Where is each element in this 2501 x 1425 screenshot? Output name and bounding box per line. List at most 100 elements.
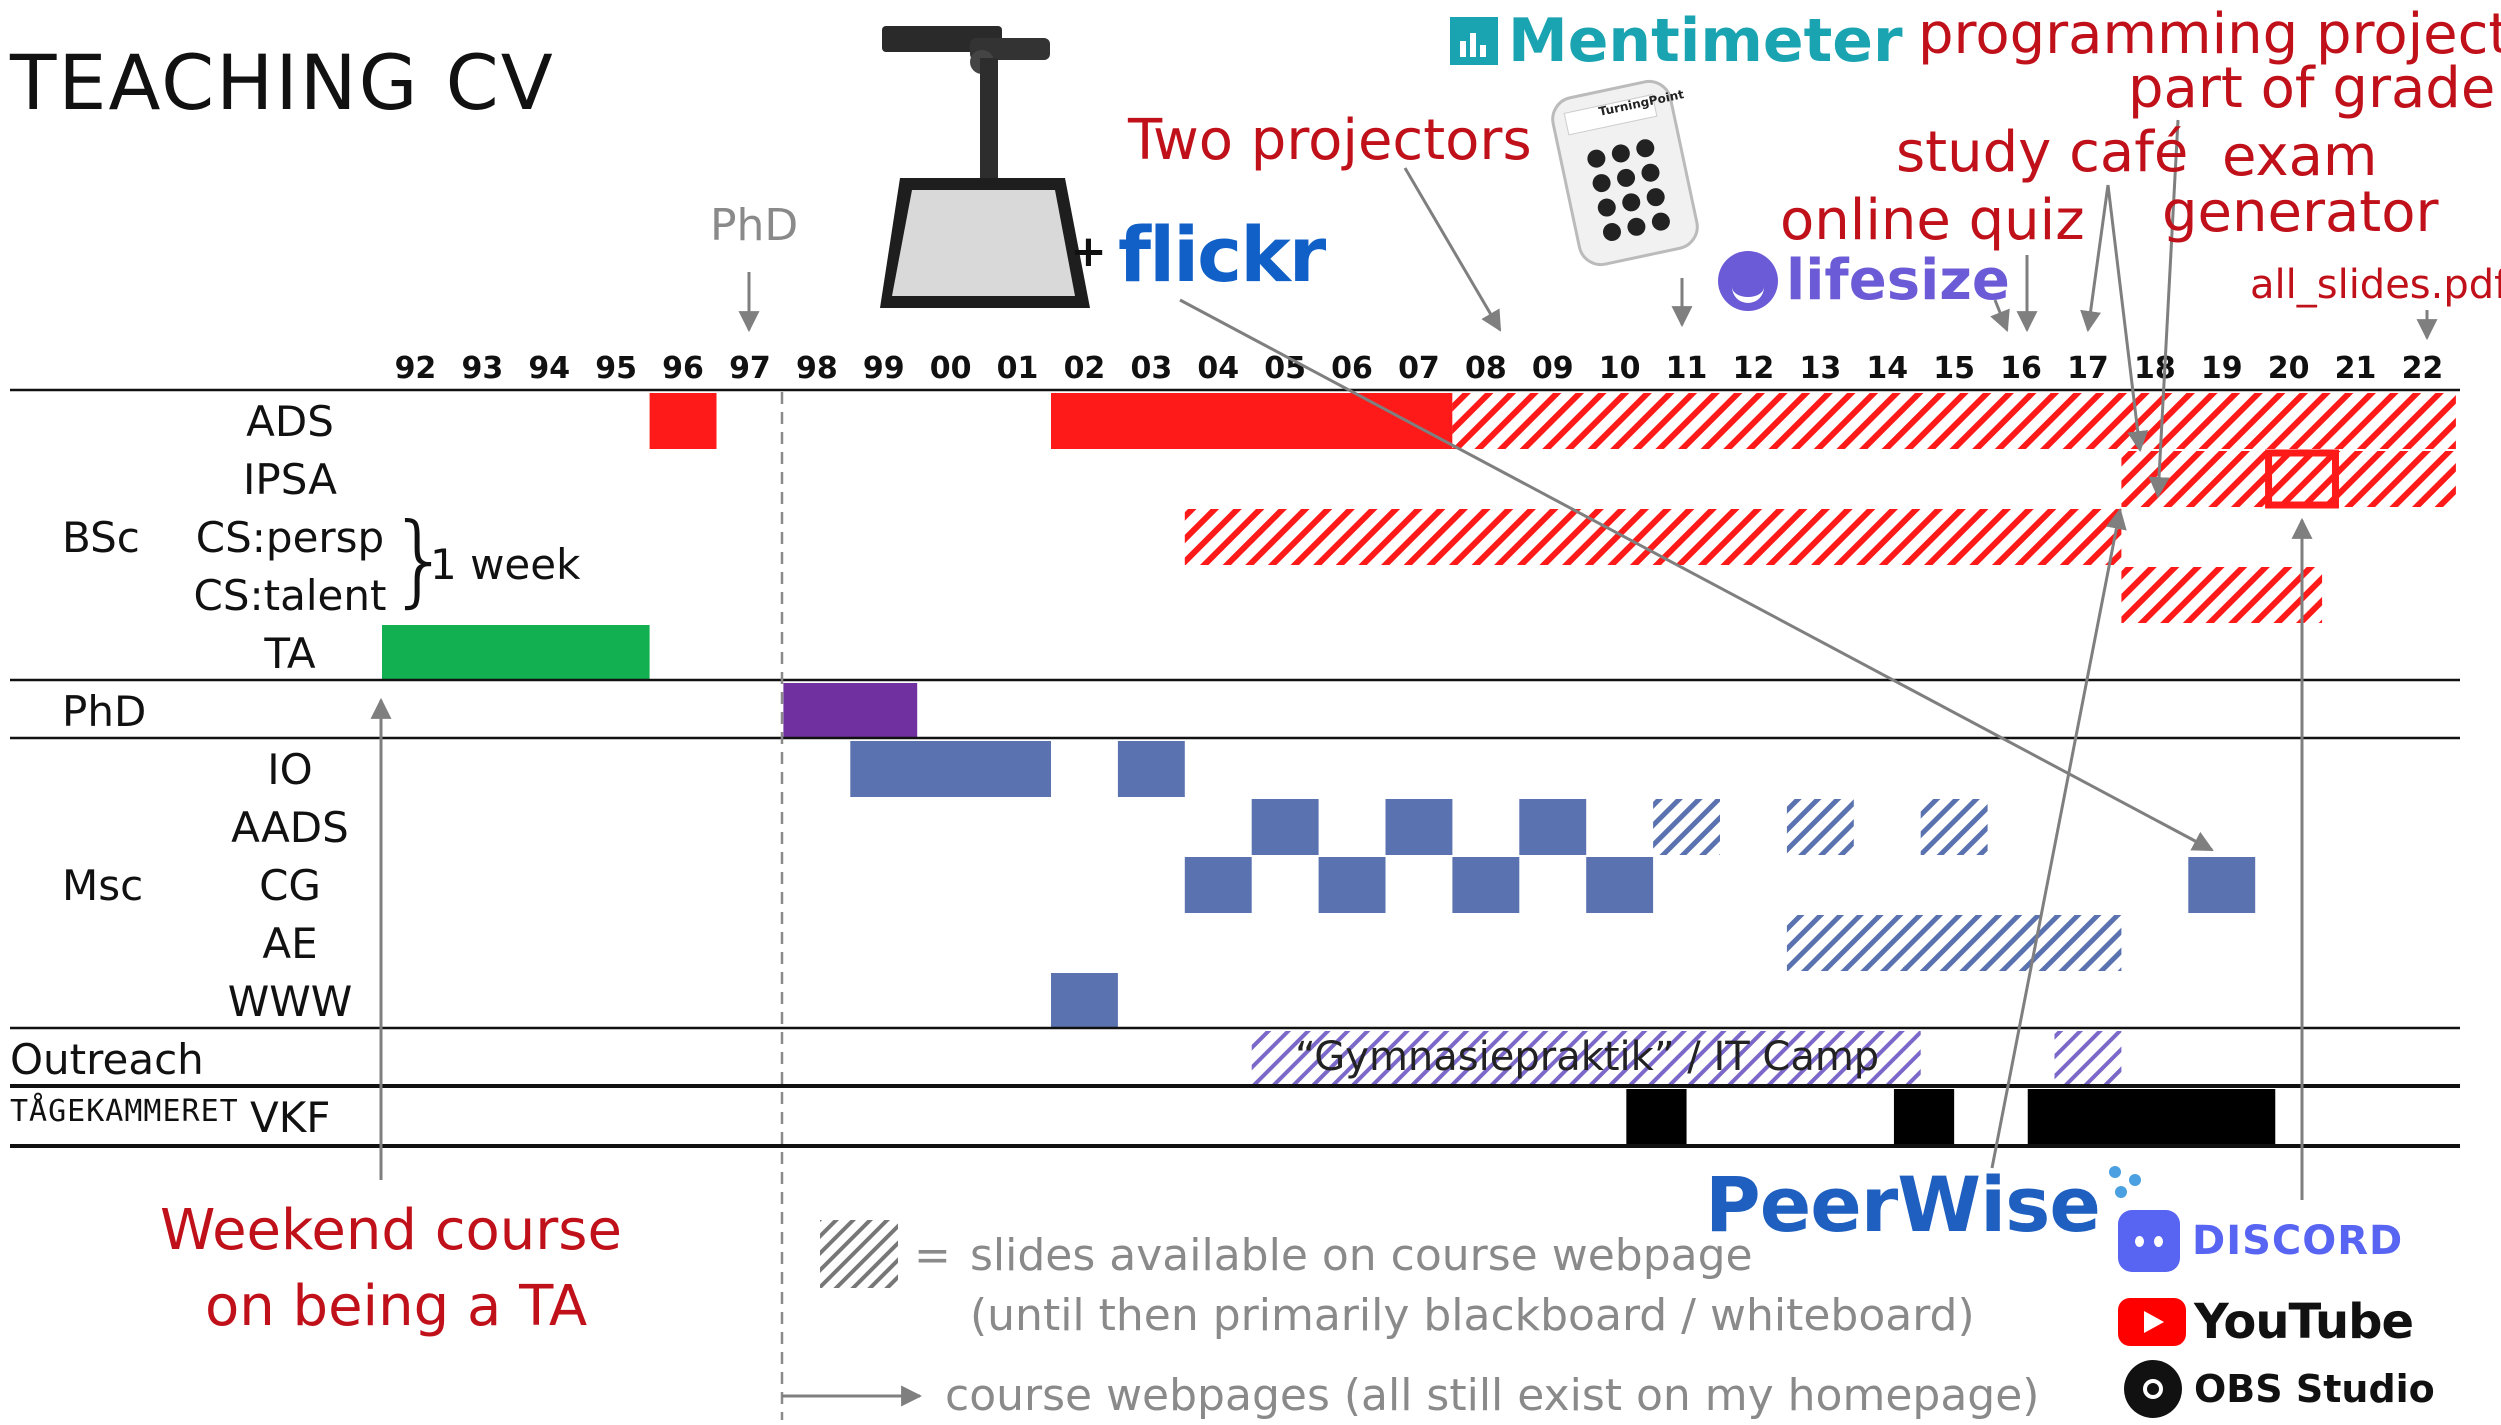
year-tick-02: 02 <box>1064 351 1106 386</box>
group-label-phd: PhD <box>62 687 146 736</box>
obs-text: OBS Studio <box>2194 1367 2435 1411</box>
weekend-course-line-2: on being a TA <box>205 1274 588 1339</box>
discord-logo: DISCORD <box>2118 1210 2403 1272</box>
year-tick-08: 08 <box>1465 351 1507 386</box>
bar-ads-2 <box>1452 393 2456 449</box>
year-tick-94: 94 <box>528 351 570 386</box>
row-label-www: WWW <box>228 977 353 1026</box>
legend-hatch-sample <box>820 1220 898 1288</box>
row-label-aads: AADS <box>231 803 349 852</box>
year-tick-95: 95 <box>595 351 637 386</box>
peerwise-network-icon <box>2105 1160 2145 1200</box>
one-week-label: 1 week <box>430 540 581 589</box>
clicker-remote-image <box>1540 78 1710 272</box>
year-tick-20: 20 <box>2268 351 2310 386</box>
year-tick-07: 07 <box>1398 351 1440 386</box>
year-tick-92: 92 <box>395 351 437 386</box>
year-tick-13: 13 <box>1799 351 1841 386</box>
legend-slides-line-2: (until then primarily blackboard / white… <box>970 1290 1975 1341</box>
bar-outreach-24 <box>1251 1031 1921 1087</box>
arrows-layer <box>370 119 2438 1420</box>
year-tick-98: 98 <box>796 351 838 386</box>
bar-cg-20 <box>1586 857 1654 913</box>
year-tick-00: 00 <box>930 351 972 386</box>
clicker-remote-icon <box>1551 79 1699 267</box>
row-label-ae: AE <box>262 919 317 968</box>
year-tick-14: 14 <box>1866 351 1908 386</box>
row-label-io: IO <box>267 745 312 794</box>
two-projectors-arrow <box>1403 167 1502 332</box>
study-cafe-label: study café <box>1896 120 2189 185</box>
page-title: TEACHING CV <box>10 38 555 127</box>
bar-aads-12 <box>1385 799 1453 855</box>
bar-vkf-28 <box>2027 1089 2276 1145</box>
bar-io-9 <box>850 741 1051 797</box>
row-label-ipsa: IPSA <box>243 455 337 504</box>
group-label-vkf: VKF <box>250 1093 330 1142</box>
bar-aads-14 <box>1653 799 1720 855</box>
lifesize-icon <box>1718 250 1778 311</box>
year-tick-01: 01 <box>997 351 1039 386</box>
bars-layer <box>382 393 2456 1145</box>
legend-slides-line-1: slides available on course webpage <box>970 1230 1753 1281</box>
year-tick-19: 19 <box>2201 351 2243 386</box>
discord-text: DISCORD <box>2192 1218 2404 1264</box>
programming-project-label: programming project <box>1918 2 2501 67</box>
lifesize-logo: lifesize <box>1718 248 2010 313</box>
bar-ae-22 <box>1786 915 2122 971</box>
year-tick-22: 22 <box>2402 351 2444 386</box>
plus-sign: + <box>1070 226 1107 277</box>
discord-icon <box>2118 1210 2180 1272</box>
bar-cg-21 <box>2188 857 2256 913</box>
year-tick-17: 17 <box>2067 351 2109 386</box>
youtube-text: YouTube <box>2194 1294 2414 1350</box>
study-cafe-arrow-1 <box>2106 184 2149 453</box>
part-of-grade-label: part of grade <box>2128 56 2496 121</box>
bar-cg-17 <box>1184 857 1252 913</box>
youtube-logo: YouTube <box>2118 1294 2414 1350</box>
bar-www-23 <box>1051 973 1118 1029</box>
lifesize-arrow <box>1990 299 2010 332</box>
bar-ads-0 <box>649 393 717 449</box>
bar-aads-15 <box>1786 799 1854 855</box>
mentimeter-icon <box>1450 17 1498 65</box>
row-label-cg: CG <box>259 861 321 910</box>
bar-cs-talent-6 <box>2121 567 2323 623</box>
phd-marker-label: PhD <box>710 200 799 251</box>
document-camera-image <box>870 18 1100 322</box>
year-tick-99: 99 <box>863 351 905 386</box>
obs-logo: OBS Studio <box>2124 1360 2435 1418</box>
year-tick-97: 97 <box>729 351 771 386</box>
programming-project-arrow <box>2148 119 2180 499</box>
bar-aads-16 <box>1920 799 1988 855</box>
one-week-brace: } <box>388 501 452 618</box>
year-tick-18: 18 <box>2134 351 2176 386</box>
group-label-outreach: Outreach <box>10 1035 204 1084</box>
peerwise-arrow <box>1990 507 2127 1169</box>
mentimeter-text: Mentimeter <box>1508 6 1903 76</box>
year-tick-15: 15 <box>1933 351 1975 386</box>
year-tick-10: 10 <box>1599 351 1641 386</box>
peerwise-logo: PeerWise <box>1705 1160 2145 1249</box>
weekend-course-line-1: Weekend course <box>160 1198 622 1263</box>
mentimeter-logo: Mentimeter <box>1450 6 1903 76</box>
exam-label: exam <box>2222 124 2378 189</box>
bar-ipsa-3 <box>2121 451 2456 507</box>
flickr-arrow <box>1179 298 2214 852</box>
year-tick-96: 96 <box>662 351 704 386</box>
year-tick-03: 03 <box>1130 351 1172 386</box>
bar-phd-8 <box>783 683 918 739</box>
bar-ads-1 <box>1051 393 1453 449</box>
all-slides-label: all_slides.pdf <box>2250 262 2501 308</box>
document-camera-icon <box>880 26 1090 308</box>
group-label-bsc: BSc <box>62 513 140 562</box>
online-quiz-label: online quiz <box>1780 188 2085 253</box>
row-label-cs-talent: CS:talent <box>194 571 387 620</box>
lifesize-text: lifesize <box>1786 248 2010 313</box>
youtube-play-icon <box>2118 1298 2186 1346</box>
year-tick-12: 12 <box>1733 351 1775 386</box>
row-label-ads: ADS <box>246 397 334 446</box>
study-cafe-arrow-2 <box>2080 184 2110 333</box>
bar-vkf-27 <box>1893 1089 1955 1145</box>
